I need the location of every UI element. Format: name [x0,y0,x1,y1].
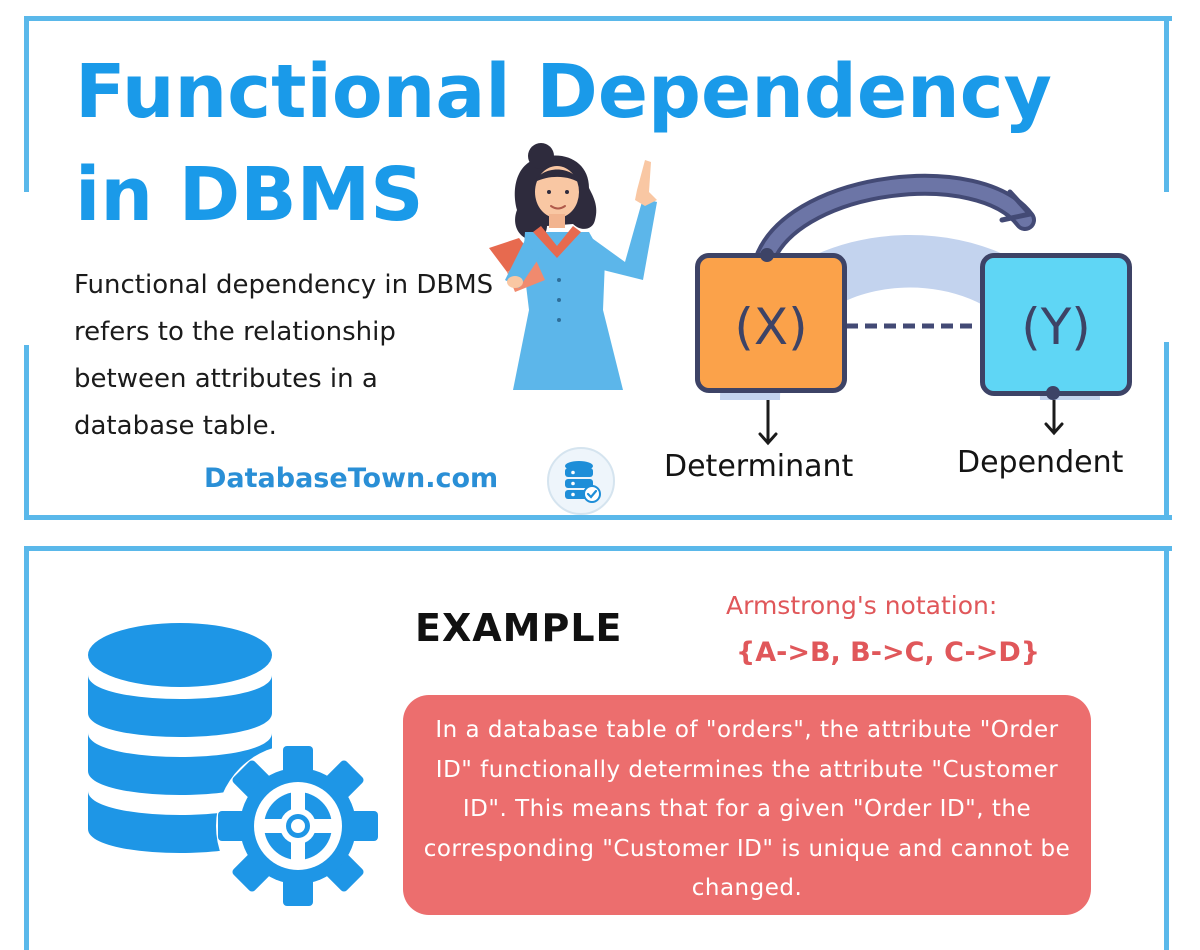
dependent-down-arrow-icon [1044,400,1064,436]
top-frame-right-edge-upper [1164,16,1169,192]
database-check-icon [547,447,615,515]
intro-description: Functional dependency in DBMS refers to … [74,270,494,441]
determinant-anchor-dot [760,248,774,262]
example-heading: EXAMPLE [415,606,623,650]
determinant-label: Determinant [664,449,854,484]
top-frame-left-edge-upper [24,16,29,192]
bottom-frame-right-edge [1164,546,1169,950]
example-body: In a database table of "orders", the att… [423,717,1071,901]
determinant-down-arrow-icon [758,400,778,446]
page-title-line-1: Functional Dependency [75,49,1052,135]
notation-label: Armstrong's notation: [726,591,998,620]
site-name: DatabaseTown.com [204,463,499,494]
top-frame-bottom-edge [24,515,1172,520]
dependent-symbol: (Y) [1021,298,1091,356]
determinant-box: (X) [695,253,847,393]
bottom-frame-top-edge [24,546,1172,551]
top-frame-left-edge-lower [24,345,29,520]
top-frame-right-edge-lower [1164,342,1169,520]
teacher-illustration [489,143,657,390]
bottom-frame-left-edge [24,546,29,950]
example-callout: In a database table of "orders", the att… [403,695,1091,915]
dependent-label: Dependent [957,445,1124,480]
top-frame-top-edge [24,16,1172,21]
page-title-line-2: in DBMS [75,152,424,238]
determinant-symbol: (X) [734,298,808,356]
notation-formula: {A->B, B->C, C->D} [736,637,1040,668]
arrow-head [999,189,1033,223]
dependent-anchor-dot [1046,386,1060,400]
database-gear-icon [88,623,380,908]
dependent-box: (Y) [980,253,1132,396]
